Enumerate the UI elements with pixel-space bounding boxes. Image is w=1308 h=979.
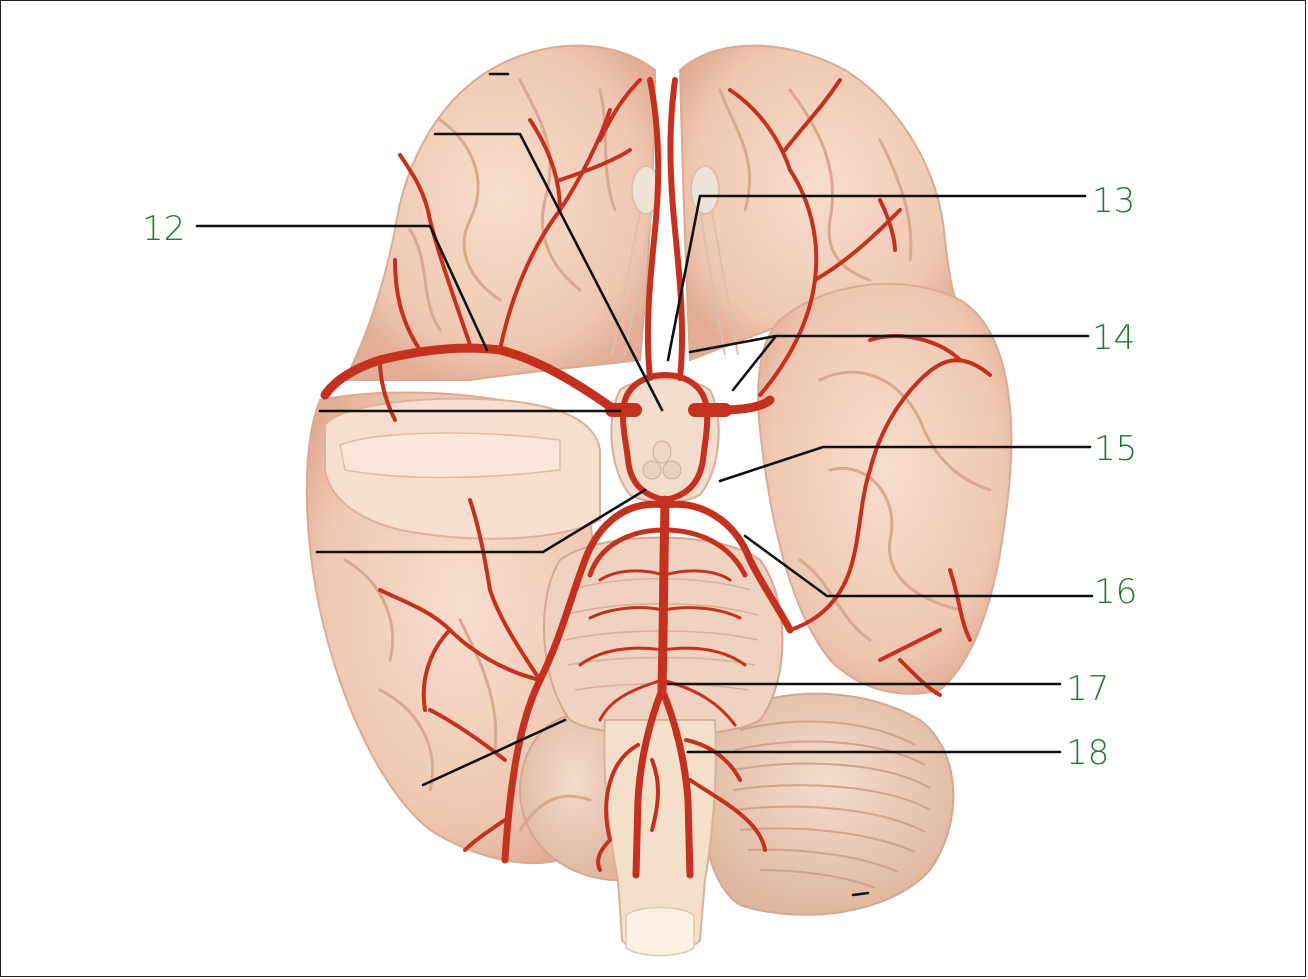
leader-line-unlabeled-d <box>421 718 567 787</box>
leader-line-16 <box>743 534 1094 598</box>
label-15: 15 <box>1094 429 1137 469</box>
leader-line-12 <box>195 224 489 352</box>
label-12: 12 <box>142 209 185 249</box>
cerebellum-right <box>701 692 955 916</box>
leader-line-unlabeled-c <box>315 488 647 554</box>
labels: 12 13 14 15 16 17 18 <box>142 181 1137 773</box>
label-17: 17 <box>1066 669 1109 709</box>
right-anterior-cerebral-artery <box>667 77 686 381</box>
olfactory-tracts <box>611 165 739 356</box>
right-middle-cerebral-artery <box>715 395 775 415</box>
label-14: 14 <box>1092 318 1135 358</box>
right-posterior-cerebral-artery <box>661 500 794 634</box>
leader-line-unlabeled-f <box>851 891 870 897</box>
left-middle-cerebral-artery <box>320 343 620 415</box>
label-18: 18 <box>1066 733 1109 773</box>
leader-line-13 <box>666 194 1087 362</box>
circle-of-willis <box>620 372 711 503</box>
gyri <box>343 78 992 832</box>
left-frontal-lobe <box>343 44 657 381</box>
leader-line-unlabeled-a <box>433 132 664 412</box>
left-vertebral-artery <box>632 686 666 879</box>
left-posterior-cerebral-artery <box>501 500 669 864</box>
leader-line-14 <box>688 334 1090 392</box>
label-16: 16 <box>1094 572 1137 612</box>
label-13: 13 <box>1092 181 1135 221</box>
leader-lines <box>195 72 1094 897</box>
arteries <box>320 77 992 879</box>
brain-illustration <box>305 44 1013 957</box>
leader-line-15 <box>718 445 1092 483</box>
right-vertebral-artery <box>658 686 694 879</box>
left-anterior-cerebral-artery <box>644 77 662 381</box>
